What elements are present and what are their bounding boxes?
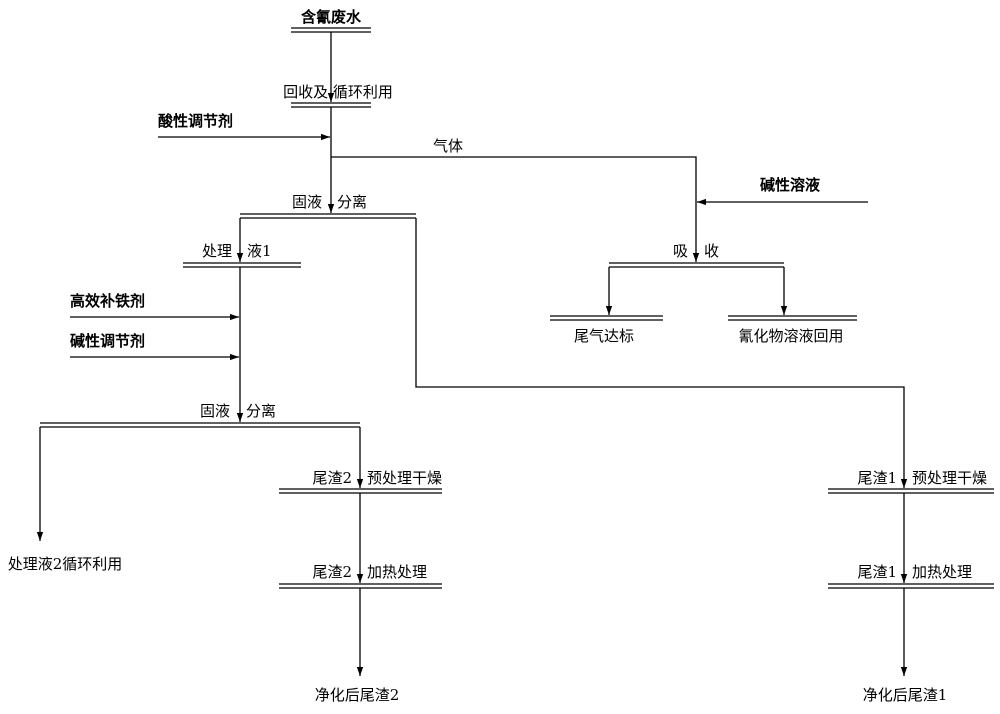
bar-separation-1 bbox=[240, 213, 416, 219]
label-cyanide-solution-reuse: 氰化物溶液回用 bbox=[738, 327, 843, 345]
label-cyanide-wastewater: 含氰废水 bbox=[301, 8, 362, 26]
bar-residue1-heat bbox=[828, 583, 994, 589]
label-separation-2-right: 分离 bbox=[246, 402, 276, 420]
label-residue2-heat-left: 尾渣2 bbox=[312, 563, 352, 581]
label-residue1-heat-right: 加热处理 bbox=[912, 563, 972, 581]
bar-tail-gas bbox=[550, 315, 663, 321]
label-gas: 气体 bbox=[433, 137, 463, 155]
label-separation-1-right: 分离 bbox=[337, 193, 367, 211]
label-acid-regulator: 酸性调节剂 bbox=[158, 112, 233, 130]
label-purified-residue1: 净化后尾渣1 bbox=[863, 686, 948, 704]
bar-treatment-liquid-1 bbox=[183, 262, 301, 268]
label-alkaline-solution: 碱性溶液 bbox=[760, 176, 821, 194]
label-separation-1-left: 固液 bbox=[292, 193, 322, 211]
label-residue2-pre-left: 尾渣2 bbox=[312, 469, 352, 487]
label-residue1-pre-right: 预处理干燥 bbox=[912, 469, 987, 487]
label-tail-gas-standard: 尾气达标 bbox=[574, 327, 634, 345]
label-residue2-pre-right: 预处理干燥 bbox=[367, 469, 442, 487]
label-treatment-liquid-1-left: 处理 bbox=[202, 242, 232, 260]
label-absorb-right: 收 bbox=[704, 242, 719, 260]
label-iron-supplement: 高效补铁剂 bbox=[70, 292, 145, 310]
bar-recovery bbox=[291, 102, 371, 108]
bar-residue1-pre bbox=[828, 488, 994, 494]
label-residue2-heat-right: 加热处理 bbox=[367, 563, 427, 581]
label-recovery-recycle: 回收及 循环利用 bbox=[283, 83, 393, 101]
line-gas bbox=[331, 156, 700, 262]
bar-cyanide-reuse bbox=[728, 315, 857, 321]
bar-separation-2 bbox=[40, 422, 360, 428]
bar-residue2-pre bbox=[279, 488, 442, 494]
label-residue1-pre-left: 尾渣1 bbox=[857, 469, 897, 487]
label-treatment-liquid-1-right: 液1 bbox=[247, 242, 272, 260]
label-residue1-heat-left: 尾渣1 bbox=[857, 563, 897, 581]
label-absorb-left: 吸 bbox=[673, 242, 688, 260]
bar-residue2-heat bbox=[279, 583, 442, 589]
label-alkaline-regulator: 碱性调节剂 bbox=[70, 332, 145, 350]
label-purified-residue2: 净化后尾渣2 bbox=[315, 686, 400, 704]
label-treatment-liquid-2-recycle: 处理液2循环利用 bbox=[8, 555, 123, 573]
text-labels: 含氰废水 回收及 循环利用 酸性调节剂 气体 固液 分离 碱性溶液 处理 液1 … bbox=[8, 8, 987, 704]
label-separation-2-left: 固液 bbox=[200, 402, 230, 420]
bar-absorption bbox=[609, 262, 784, 268]
bar-wastewater bbox=[291, 27, 371, 33]
flow-lines bbox=[36, 32, 908, 676]
line-residue1-route bbox=[415, 218, 908, 488]
